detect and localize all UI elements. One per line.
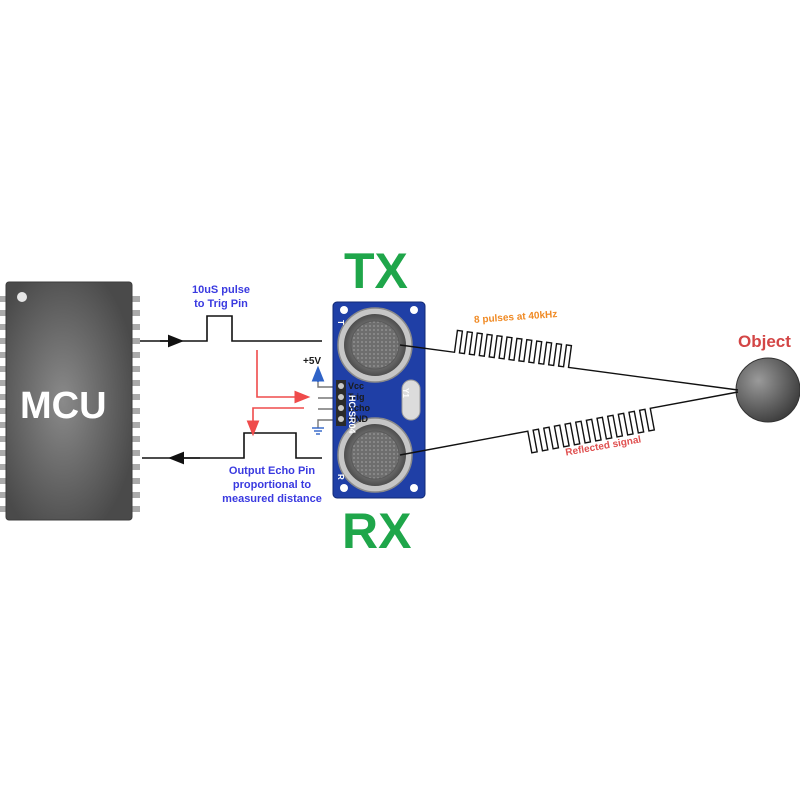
r-mark-label: R	[336, 474, 345, 480]
mcu-body	[5, 281, 133, 521]
red-flow-arrows	[246, 350, 311, 437]
crystal-label: Y1	[401, 388, 410, 398]
pin-header	[336, 380, 346, 426]
echo-flow-arrow	[246, 407, 304, 437]
reflected-signal-wave	[399, 391, 739, 456]
mcu-left-pins	[0, 296, 8, 512]
mcu-pin1-dot	[17, 292, 27, 302]
mount-hole	[410, 306, 418, 314]
tx-transducer	[337, 307, 413, 383]
trig-pulse-label: 10uS pulse to Trig Pin	[191, 284, 251, 310]
rx-label: RX	[342, 503, 412, 559]
pin-trig-label: Trig	[348, 392, 365, 402]
mount-hole	[340, 484, 348, 492]
vcc-5v-label: +5V	[303, 356, 322, 367]
echo-wire	[142, 432, 322, 465]
module-model-label: HC-SR04	[347, 395, 357, 434]
pin-echo-label: Echo	[348, 403, 371, 413]
mcu-chip	[0, 281, 140, 521]
trig-wire	[140, 315, 322, 348]
object-label: Object	[738, 332, 791, 351]
crystal-oscillator	[401, 379, 421, 421]
mcu-right-pins	[130, 296, 140, 512]
ground-icon	[312, 427, 324, 435]
echo-output-label: Output Echo Pin proportional to measured…	[222, 465, 322, 505]
tx-label: TX	[344, 243, 408, 299]
mount-hole	[340, 306, 348, 314]
rx-transducer	[337, 417, 413, 493]
transmit-signal-wave	[399, 329, 739, 391]
pin-vcc-label: Vcc	[348, 381, 365, 391]
t-mark-label: T	[336, 320, 345, 325]
object-ball	[735, 357, 800, 423]
mcu-label: MCU	[20, 385, 107, 427]
pin-gnd-label: GND	[348, 414, 368, 424]
hcsr04-module	[332, 301, 426, 499]
mount-hole	[410, 484, 418, 492]
trig-flow-arrow	[256, 350, 311, 404]
